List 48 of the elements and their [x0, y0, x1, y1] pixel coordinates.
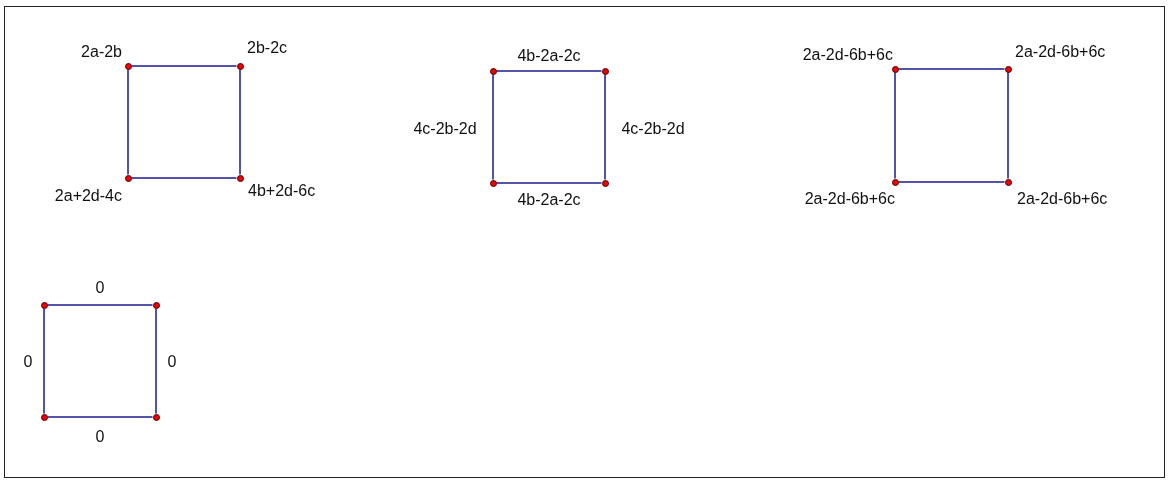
vertex-point — [40, 413, 48, 421]
vertex-point — [601, 179, 609, 187]
square-side — [130, 177, 238, 179]
square-side — [43, 307, 45, 415]
square-side — [239, 68, 241, 176]
vertex-point — [1004, 178, 1012, 186]
edge-label: 0 — [167, 354, 177, 370]
vertex-label: 2a-2d-6b+6c — [1015, 44, 1106, 60]
edge-label: 4c-2b-2d — [621, 121, 685, 137]
vertex-point — [489, 67, 497, 75]
vertex-label: 2a+2d-4c — [54, 188, 122, 204]
vertex-point — [40, 301, 48, 309]
square-side — [492, 73, 494, 181]
vertex-point — [236, 62, 244, 70]
vertex-label: 2a-2d-6b+6c — [804, 191, 895, 207]
square-side — [495, 182, 603, 184]
vertex-label: 2a-2b — [81, 44, 122, 60]
vertex-label: 2b-2c — [247, 40, 288, 56]
vertex-point — [601, 67, 609, 75]
vertex-label: 2a-2d-6b+6c — [1017, 191, 1108, 207]
vertex-point — [891, 65, 899, 73]
edge-label: 0 — [23, 354, 33, 370]
edge-label: 4b-2a-2c — [517, 48, 581, 64]
square-side — [897, 181, 1006, 183]
square-side — [46, 416, 154, 418]
vertex-point — [124, 174, 132, 182]
square-side — [897, 68, 1006, 70]
vertex-label: 4b+2d-6c — [248, 183, 316, 199]
vertex-point — [152, 413, 160, 421]
vertex-point — [891, 178, 899, 186]
square-side — [495, 70, 603, 72]
edge-label: 0 — [95, 280, 105, 296]
square-side — [155, 307, 157, 415]
vertex-point — [1004, 65, 1012, 73]
square-side — [604, 73, 606, 181]
vertex-point — [236, 174, 244, 182]
vertex-point — [124, 62, 132, 70]
vertex-point — [152, 301, 160, 309]
edge-label: 0 — [95, 429, 105, 445]
square-side — [1007, 71, 1009, 180]
edge-label: 4c-2b-2d — [413, 121, 477, 137]
edge-label: 4b-2a-2c — [517, 192, 581, 208]
square-side — [894, 71, 896, 180]
vertex-point — [489, 179, 497, 187]
square-side — [127, 68, 129, 176]
square-side — [46, 304, 154, 306]
vertex-label: 2a-2d-6b+6c — [802, 47, 893, 63]
square-side — [130, 65, 238, 67]
